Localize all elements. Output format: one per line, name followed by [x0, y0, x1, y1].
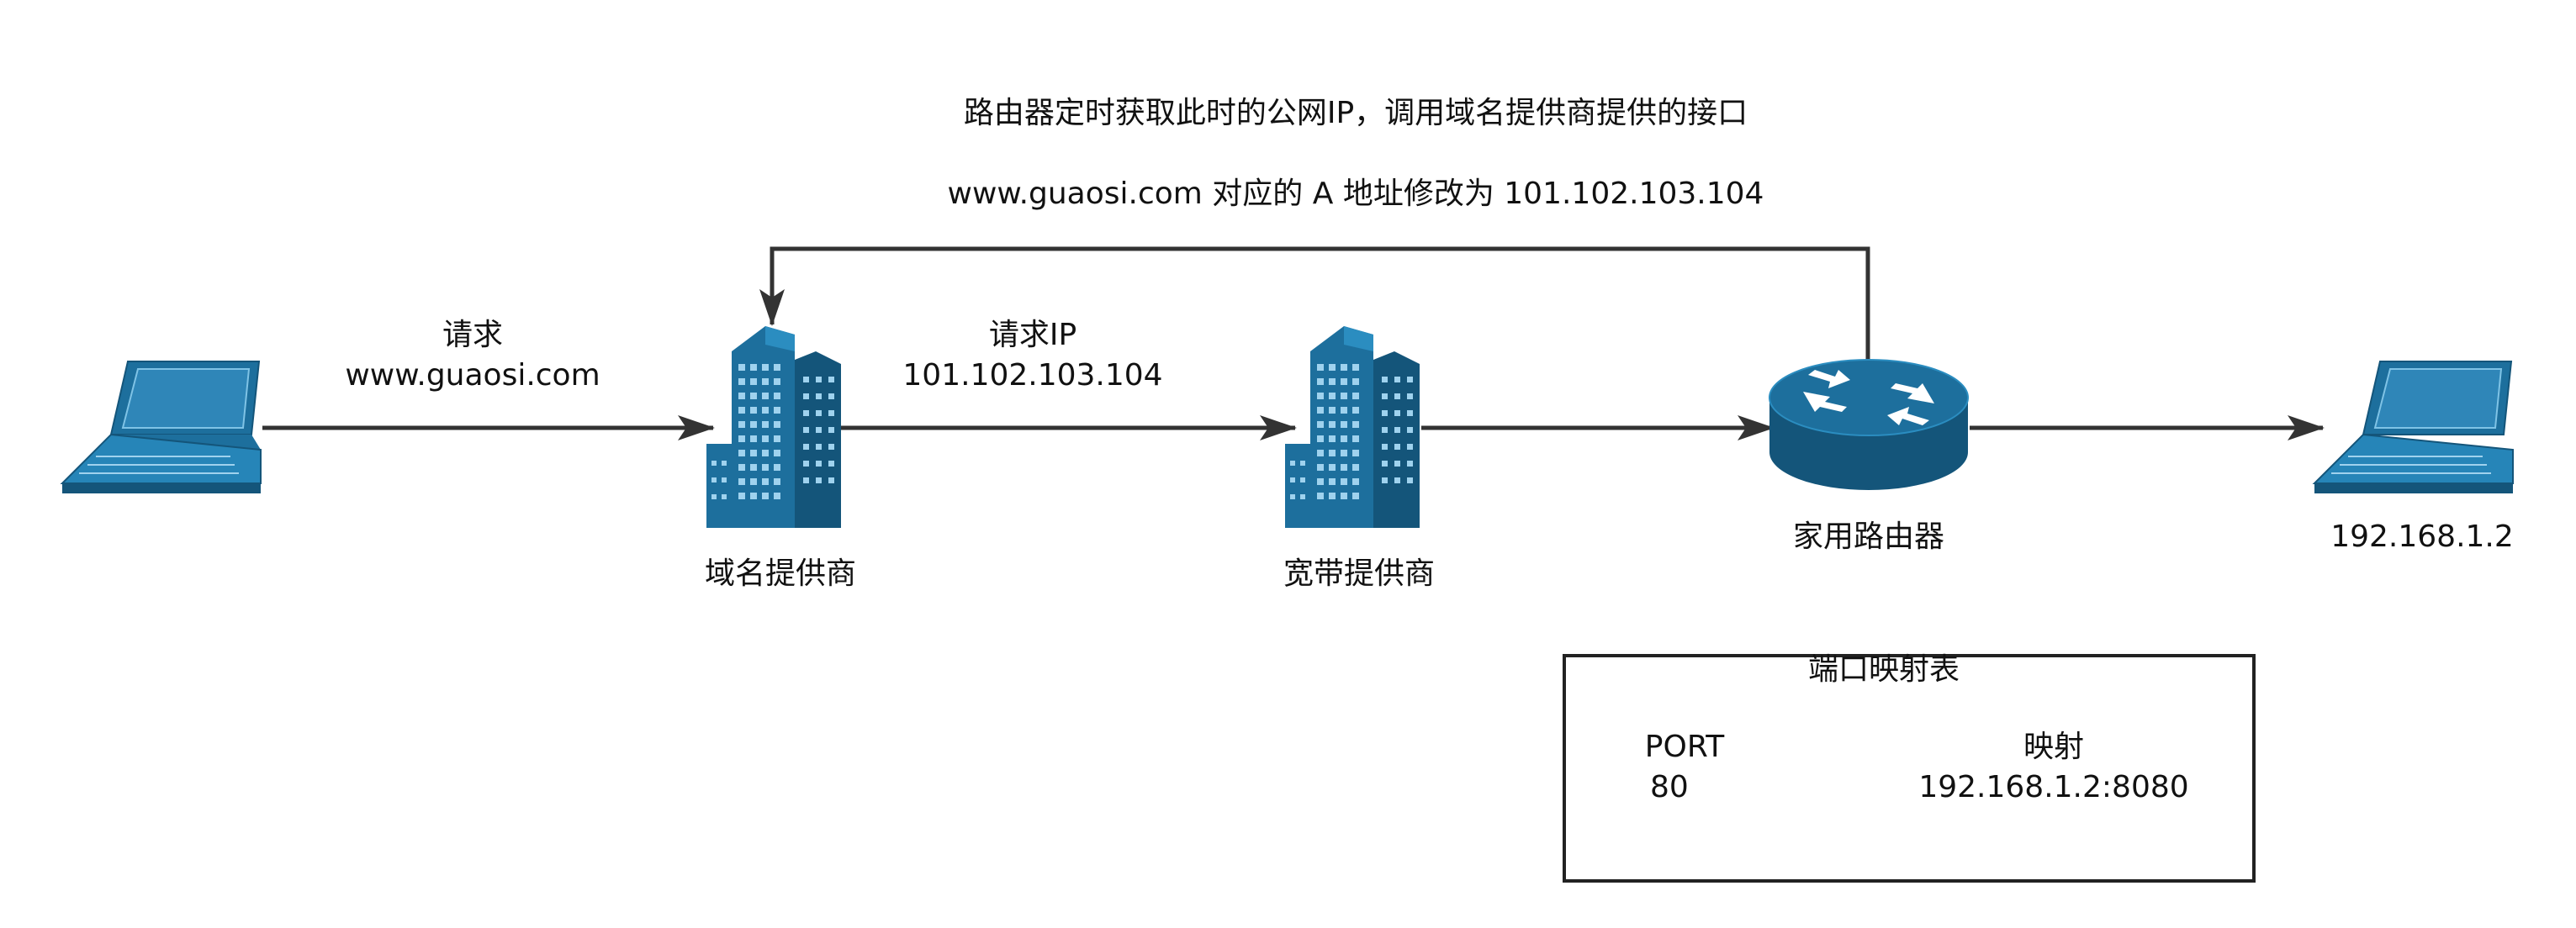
router-update-note-line1: 路由器定时获取此时的公网IP，调用域名提供商提供的接口 — [963, 96, 1748, 130]
mapping-column-header: 映射 — [2023, 730, 2085, 764]
port-mapping-table — [1563, 654, 2256, 883]
port-column-header: PORT — [1644, 730, 1725, 764]
mapping-value-cell: 192.168.1.2:8080 — [1918, 770, 2189, 804]
isp-label: 宽带提供商 — [1283, 556, 1436, 591]
edge-label-request: 请求 — [442, 318, 504, 352]
laptop-icon — [2312, 361, 2514, 493]
home-router-label: 家用路由器 — [1792, 519, 1945, 554]
target-host-label: 192.168.1.2 — [2330, 519, 2514, 554]
router-update-note-line2: www.guaosi.com 对应的 A 地址修改为 101.102.103.1… — [947, 177, 1764, 211]
edge-label-request-ip: 请求IP — [988, 318, 1077, 352]
router-icon — [1769, 359, 1969, 490]
laptop-icon — [60, 361, 262, 493]
edge-label-public-ip: 101.102.103.104 — [902, 358, 1163, 393]
port-table-title: 端口映射表 — [1807, 652, 1960, 687]
office-building-icon — [1285, 326, 1420, 528]
dns-provider-label: 域名提供商 — [704, 556, 857, 591]
office-building-icon — [706, 326, 841, 528]
port-value-cell: 80 — [1650, 770, 1689, 804]
edge-label-domain: www.guaosi.com — [345, 358, 600, 393]
edge-router-to-dns-update — [759, 246, 1870, 360]
